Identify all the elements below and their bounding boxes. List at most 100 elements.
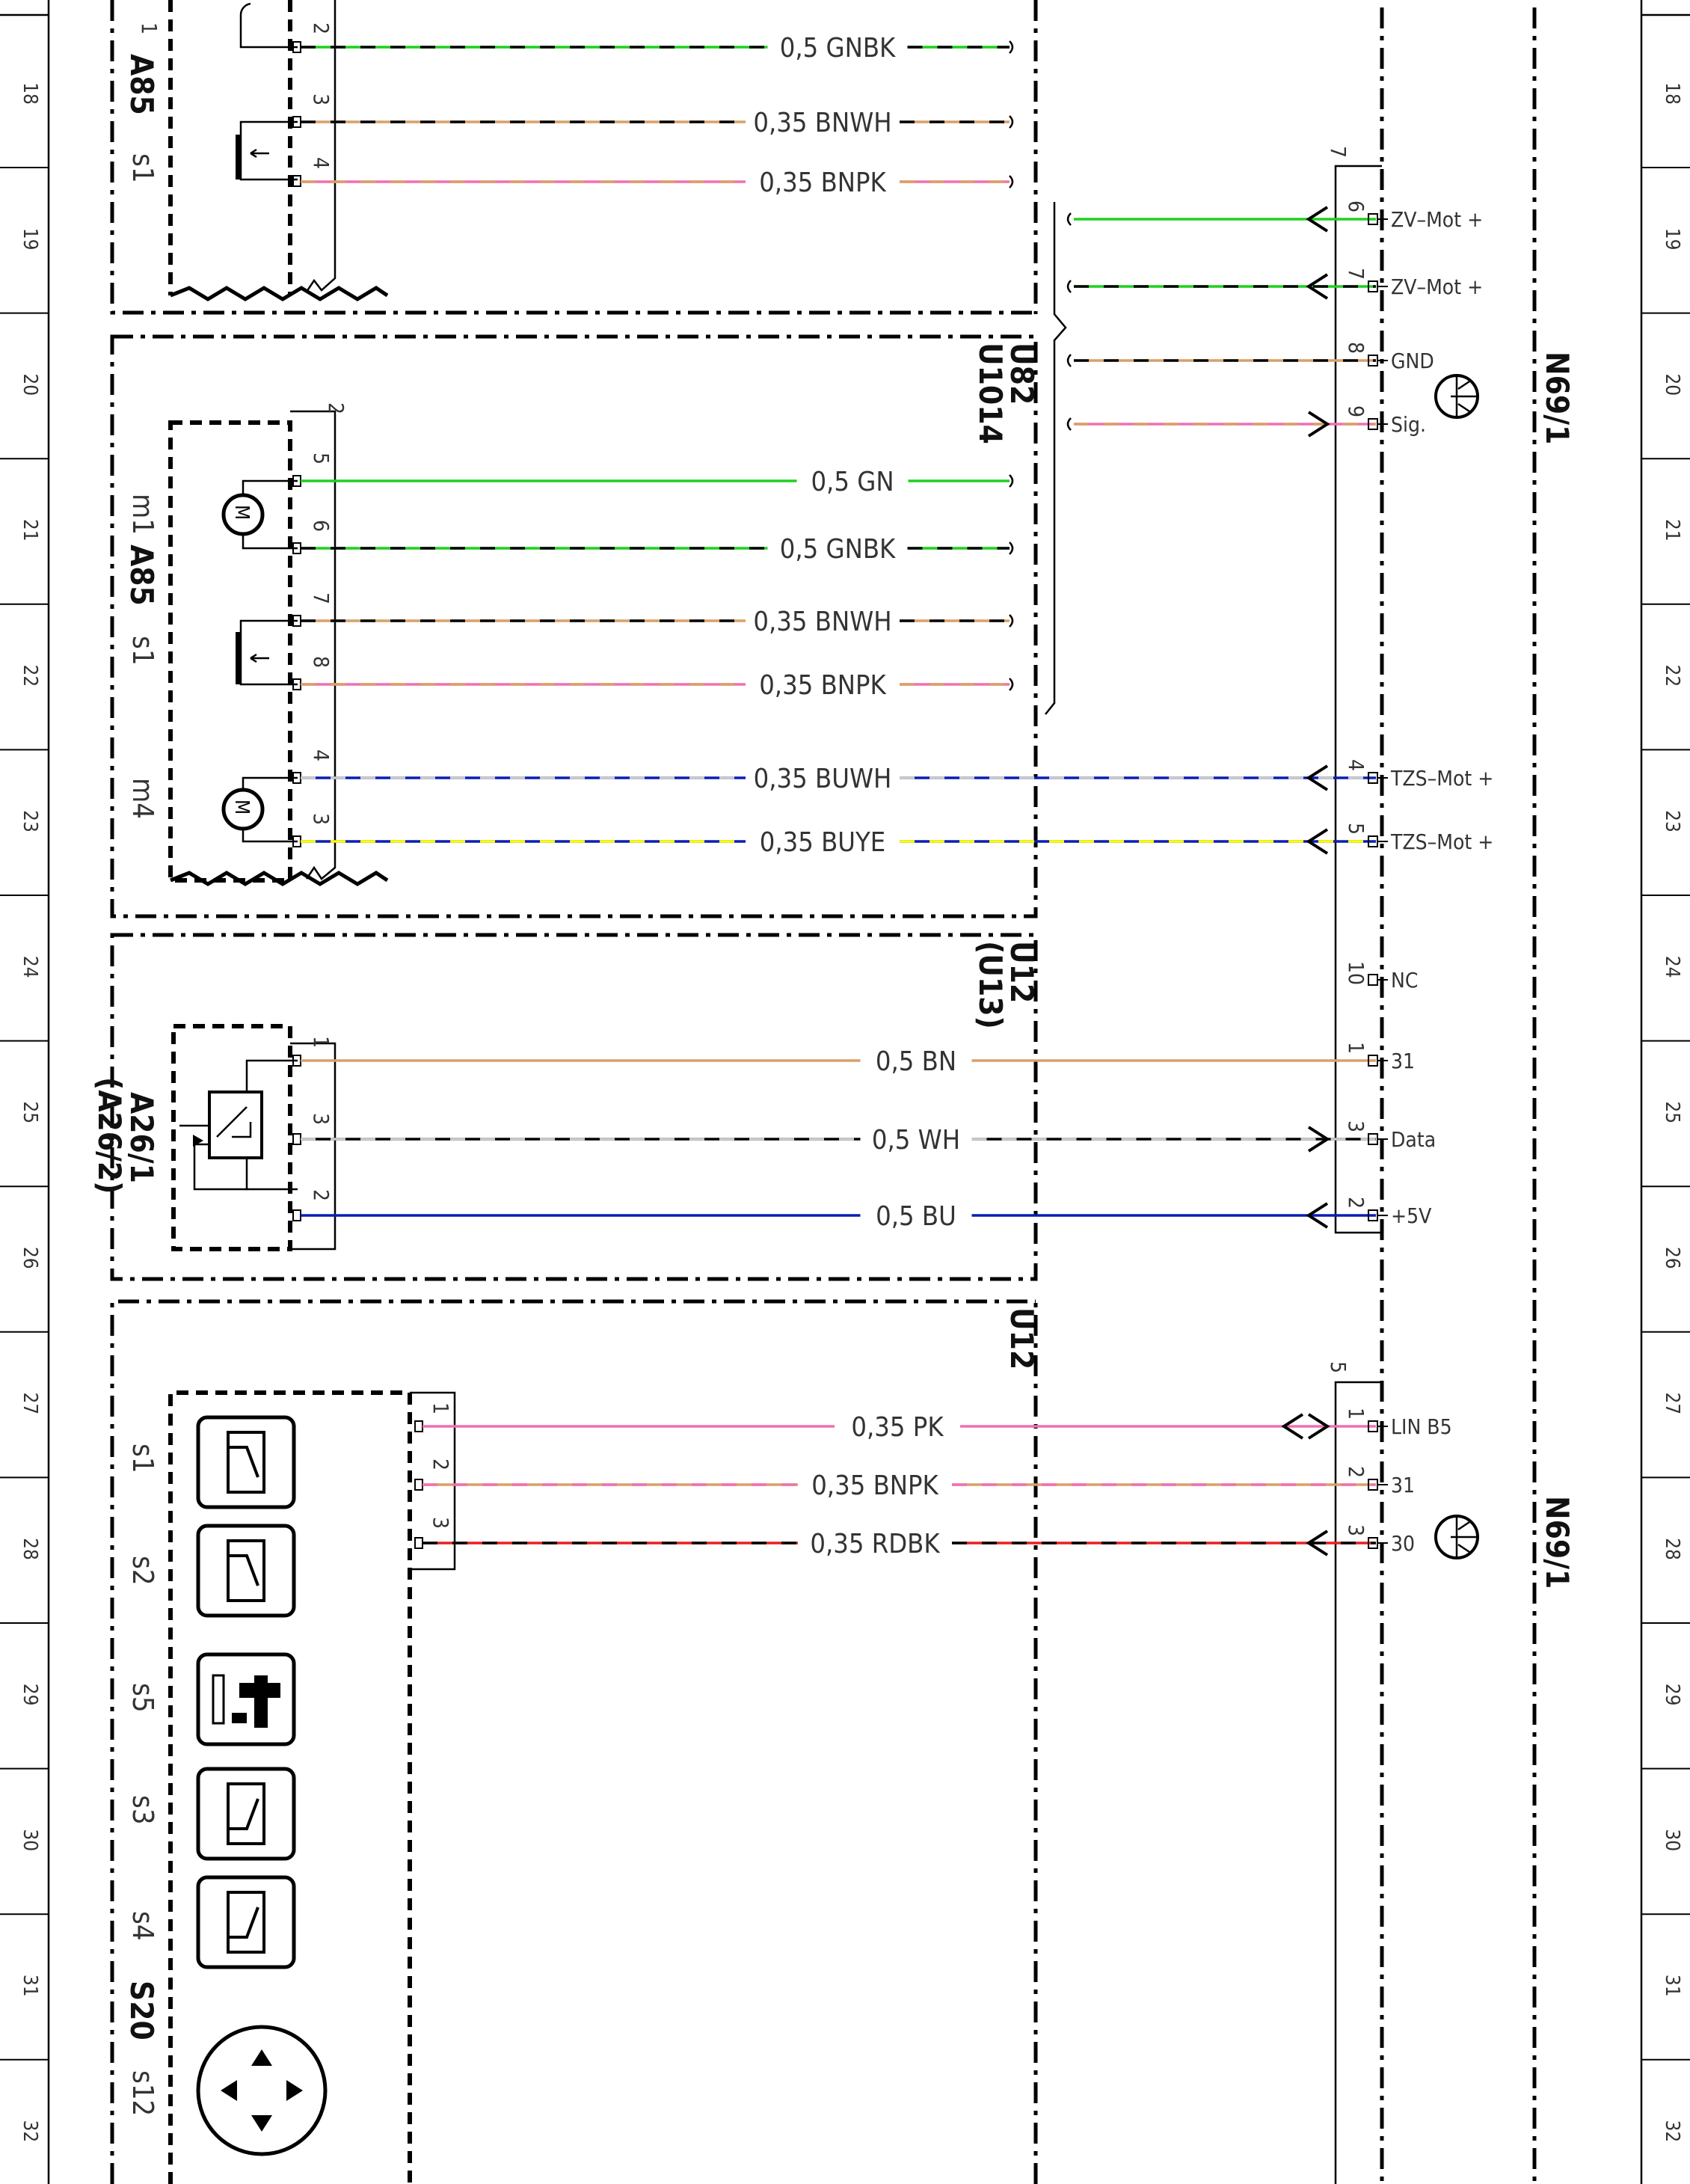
connector-label: 5 (1326, 1361, 1351, 1373)
wire-label: 0,35 BNPK (811, 1470, 938, 1501)
wire: 0,5 WH (301, 1125, 1376, 1156)
grid-row-label: 31 (19, 1975, 41, 1997)
a26-block: 1 3 2 A26/1 (A26/2) U12 (U13) (91, 933, 1040, 1281)
wire: 0,35 RDBK (423, 1529, 1376, 1559)
wire-label: 0,5 GN (811, 467, 894, 497)
component-label: N69/1 (1539, 352, 1576, 444)
a85-middle-block: 2 M M 5 6 7 8 4 3 m1 A85 s1 m4 U82 U1014 (110, 334, 1040, 918)
pin-label: 6 (309, 520, 334, 532)
component-label: A85 (123, 545, 160, 606)
s20-block: 1 2 3 U12 (110, 1299, 1040, 2184)
grid-row-label: 19 (1661, 228, 1683, 251)
pin-function: LIN B5 (1391, 1414, 1452, 1439)
n69-connector-bottom: 5 N69/1 (1326, 1361, 1576, 2184)
wire-label: 0,5 WH (872, 1125, 960, 1156)
pin-label: 1 (137, 22, 162, 34)
grid-row-label: 20 (1661, 373, 1683, 396)
n69-pin: 131 (1344, 1042, 1415, 1073)
motor-label: m4 (126, 778, 159, 819)
connector-label: 2 (324, 402, 348, 414)
left-grid-strip (0, 0, 50, 2184)
grid-row-label: 30 (19, 1829, 41, 1851)
pin-function: 30 (1391, 1531, 1415, 1556)
pin-label: 2 (309, 1189, 334, 1201)
wire: 0,5 GN (301, 467, 1014, 497)
grid-row-label: 28 (19, 1538, 41, 1560)
wire: 0,35 PK (423, 1412, 1376, 1443)
pin-number: 10 (1344, 961, 1368, 985)
grid-row-label: 23 (1661, 810, 1683, 832)
n69-pin: 330 (1344, 1524, 1415, 1556)
pin-number: 5 (1344, 823, 1368, 835)
pin-function: ZV–Mot + (1391, 274, 1483, 299)
wire: 0,35 BNPK (423, 1470, 1376, 1501)
grid-row-label: 26 (19, 1247, 41, 1269)
switch-label: s12 (126, 2070, 159, 2116)
area-code: U82 (1004, 343, 1040, 405)
svg-text:M: M (230, 800, 253, 815)
switch-label: s4 (126, 1911, 159, 1941)
switch-label: s1 (126, 636, 159, 666)
window-switch-icon (196, 1875, 296, 1969)
pin-function: TZS–Mot + (1390, 829, 1493, 854)
area-code: (U13) (972, 941, 1009, 1029)
pin-number: 1 (1344, 1042, 1368, 1054)
switch-label: s1 (126, 153, 159, 183)
component-label: S20 (123, 1981, 160, 2040)
area-code: U1014 (972, 343, 1009, 444)
pin-function: NC (1391, 968, 1418, 993)
wire-label: 0,5 GNBK (780, 534, 896, 565)
pin-number: 6 (1344, 200, 1368, 212)
pin-number: 9 (1344, 405, 1368, 417)
n69-pin: 10 NC (1344, 961, 1418, 993)
pin-number: 2 (1344, 1466, 1368, 1478)
component-label: N69/1 (1539, 1496, 1576, 1589)
pin-number: 4 (1344, 759, 1368, 771)
area-code: U12 (1004, 941, 1040, 1003)
connector-label: 1 (309, 1036, 334, 1048)
pin-label: 2 (428, 1458, 453, 1470)
pin-function: +5V (1391, 1203, 1432, 1228)
motor-label: m1 (126, 494, 159, 535)
wire: 0,35 BUWH (301, 764, 1376, 794)
wire-label: 0,35 BUWH (754, 764, 892, 794)
pin-label: 3 (309, 1113, 334, 1125)
n69-connector-top: 7 N69/1 (1326, 146, 1576, 1234)
grid-row-label: 21 (1661, 519, 1683, 542)
component-label: A85 (123, 54, 160, 115)
wire: 0,35 BNPK (301, 168, 1014, 198)
wire: 0,35 BNPK (301, 670, 1014, 701)
wire (1066, 411, 1376, 438)
wire-label: 0,5 BU (876, 1201, 956, 1232)
wire: 0,35 BNWH (301, 607, 1014, 637)
pin-function: Sig. (1391, 412, 1426, 437)
pin-label: 4 (309, 157, 334, 169)
grid-row-label: 29 (1661, 1684, 1683, 1706)
wire (1066, 354, 1376, 367)
grid-row-label: 28 (1661, 1538, 1683, 1560)
grid-row-label: 24 (19, 956, 41, 978)
window-switch-icon (196, 1767, 296, 1861)
component-label: A26/1 (123, 1092, 160, 1183)
grid-row-label: 23 (19, 810, 41, 832)
wire-label: 0,35 BNWH (753, 607, 891, 637)
grid-row-label: 26 (1661, 1247, 1683, 1269)
grid-row-label: 25 (1661, 1101, 1683, 1123)
pin-function: 31 (1391, 1473, 1415, 1497)
wire: 0,5 BU (301, 1201, 1376, 1232)
pin-label: 3 (309, 93, 334, 105)
grid-row-label: 22 (1661, 665, 1683, 687)
wire: 0,5 GNBK (301, 33, 1014, 64)
child-lock-switch-icon (196, 1652, 296, 1746)
grid-row-label: 21 (19, 519, 41, 542)
a85-top-block: 1 2 3 4 A85 s1 (110, 0, 1036, 315)
n69-pin: 7ZV–Mot + (1344, 268, 1483, 299)
connector-label: 7 (1326, 146, 1351, 158)
wire-label: 0,35 RDBK (810, 1529, 940, 1559)
